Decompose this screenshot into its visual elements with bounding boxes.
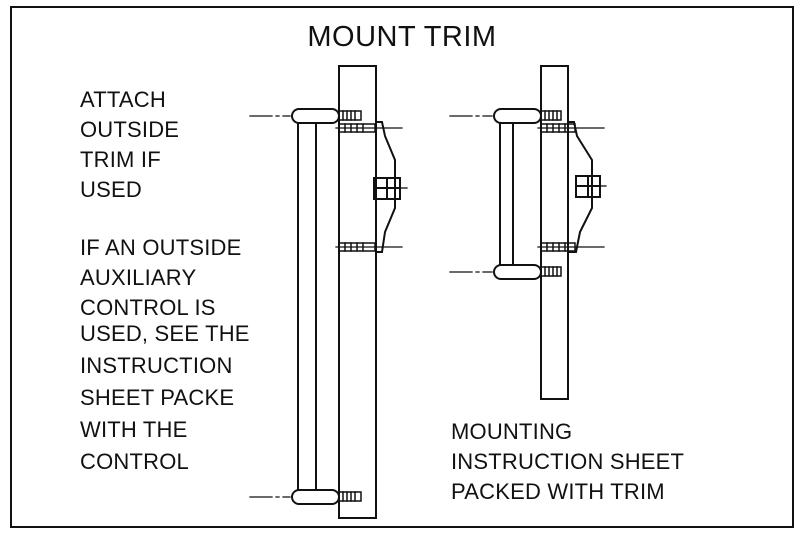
- right-assembly: [449, 65, 607, 400]
- diagram-frame: [10, 6, 794, 528]
- aux-note-line-5: INSTRUCTION: [80, 353, 233, 378]
- left-screws: [338, 110, 376, 502]
- right-centerlines: [449, 115, 605, 273]
- attach-note-line-4: USED: [80, 177, 142, 202]
- mounting-note-line-3: PACKED WITH TRIM: [451, 479, 665, 504]
- left-lock-housing: [373, 121, 408, 253]
- page-title: MOUNT TRIM: [307, 21, 497, 53]
- left-wall: [338, 65, 377, 519]
- mounting-note-line-2: INSTRUCTION SHEET: [451, 449, 685, 474]
- aux-note-line-6: SHEET PACKE: [80, 385, 235, 410]
- aux-note-line-8: CONTROL: [80, 449, 189, 474]
- left-outside-trim-bar: [291, 108, 340, 505]
- right-trim-bar: [493, 108, 542, 280]
- aux-note-line-7: WITH THE: [80, 417, 188, 442]
- right-screws: [540, 110, 576, 277]
- attach-note-line-2: OUTSIDE: [80, 117, 180, 142]
- aux-note-line-3: CONTROL IS: [80, 295, 216, 320]
- attach-note-line-1: ATTACH: [80, 87, 166, 112]
- right-lock-housing: [567, 121, 607, 253]
- aux-note-line-4: USED, SEE THE: [80, 321, 250, 346]
- left-centerlines: [249, 115, 403, 498]
- aux-note-line-2: AUXILIARY: [80, 265, 197, 290]
- left-assembly: [249, 65, 408, 519]
- aux-note-line-1: IF AN OUTSIDE: [80, 235, 242, 260]
- attach-note-line-3: TRIM IF: [80, 147, 161, 172]
- mounting-note-line-1: MOUNTING: [451, 419, 573, 444]
